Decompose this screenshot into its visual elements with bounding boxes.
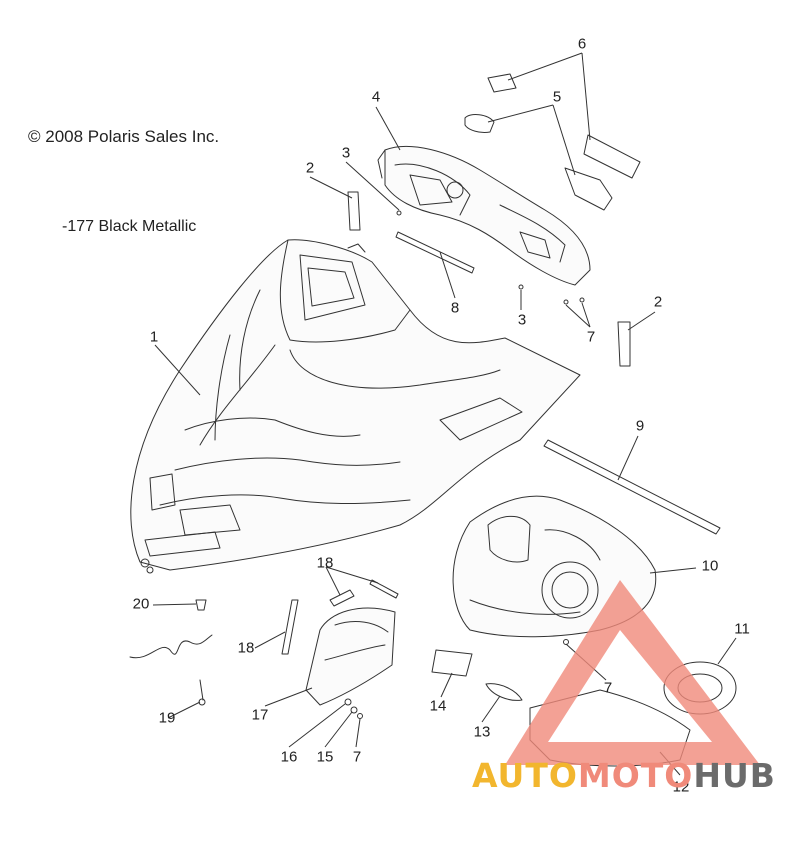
leader-lines (152, 52, 737, 776)
screw-part-3-b (518, 284, 524, 290)
dash-console-part-4 (377, 145, 591, 286)
callout-3-top: 3 (341, 144, 351, 162)
clip-part-2-right (617, 321, 631, 367)
watermark-text: AUTOMOTOHUB (472, 756, 776, 795)
callout-5: 5 (552, 88, 562, 106)
fastener-part-7-lower (357, 713, 363, 719)
callout-2-right: 2 (653, 293, 663, 311)
screw-part-3-a (396, 210, 402, 216)
strip-part-18-c (369, 579, 399, 599)
callout-7-bottom: 7 (352, 748, 362, 766)
watermark-part-auto: AUTO (472, 756, 578, 795)
callout-1: 1 (149, 328, 159, 346)
callout-16: 16 (280, 748, 298, 766)
strip-part-8 (395, 231, 475, 274)
watermark-part-moto: MOTO (577, 756, 694, 795)
callout-18-top: 18 (316, 554, 334, 572)
clip-part-2-left (347, 191, 361, 231)
callout-8: 8 (450, 299, 460, 317)
callout-7-mid: 7 (603, 679, 613, 697)
strip-part-18-b (329, 589, 355, 607)
grommet-part-5 (464, 114, 495, 133)
callout-13: 13 (473, 723, 491, 741)
hood-part-1 (130, 239, 581, 574)
strip-part-18-a (281, 599, 299, 655)
fastener-part-7-top (563, 299, 569, 305)
trim-part-9 (543, 439, 721, 535)
fastener-part-15 (350, 706, 358, 714)
callout-10: 10 (701, 557, 719, 575)
callout-20: 20 (132, 595, 150, 613)
callout-12: 12 (672, 778, 690, 796)
fastener-part-7-top-b (579, 297, 585, 303)
callout-7-top: 7 (586, 328, 596, 346)
callout-14: 14 (429, 697, 447, 715)
copyright-text: © 2008 Polaris Sales Inc. (28, 127, 220, 146)
callout-2-left: 2 (305, 159, 315, 177)
callout-3-bottom: 3 (517, 311, 527, 329)
trim-part-6-bottom (583, 134, 641, 179)
harness-part-19-20 (129, 599, 213, 706)
watermark-part-hub: HUB (693, 756, 776, 795)
callout-9: 9 (635, 417, 645, 435)
color-note-text: -177 Black Metallic (62, 218, 197, 235)
callout-15: 15 (316, 748, 334, 766)
fastener-part-16 (344, 698, 352, 706)
watermark-logo (505, 580, 760, 765)
callout-18-left: 18 (237, 639, 255, 657)
callout-19: 19 (158, 709, 176, 727)
side-panel-part-17 (305, 607, 396, 706)
fastener-part-7-mid (563, 639, 569, 645)
trim-part-13 (485, 683, 523, 701)
callout-11: 11 (734, 620, 750, 638)
callout-17: 17 (251, 706, 269, 724)
trim-part-6-top (487, 73, 517, 93)
callout-6: 6 (577, 35, 587, 53)
bracket-part-5 (564, 167, 613, 211)
pad-part-14 (431, 649, 473, 677)
callout-4: 4 (371, 88, 381, 106)
